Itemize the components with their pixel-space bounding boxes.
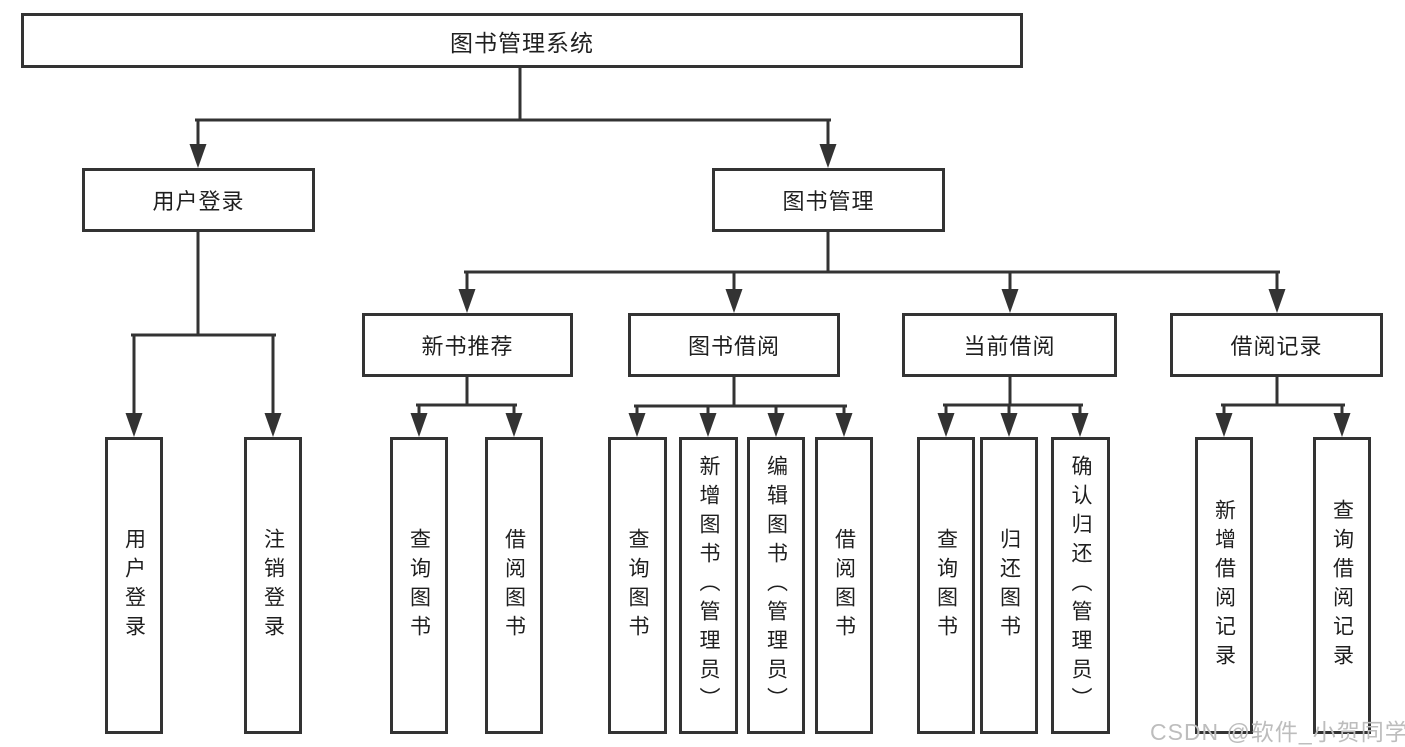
node-current-borrow: 当前借阅 <box>902 313 1117 377</box>
node-new-book-recommend: 新书推荐 <box>362 313 573 377</box>
leaf-label: 新增图书（管理员） <box>697 455 720 716</box>
leaf-query-books-recommend: 查询图书 <box>390 437 448 734</box>
leaf-label: 查询图书 <box>407 527 431 644</box>
leaf-add-books-admin: 新增图书（管理员） <box>679 437 738 734</box>
leaf-label: 查询借阅记录 <box>1330 498 1354 673</box>
leaf-confirm-return-admin: 确认归还（管理员） <box>1051 437 1110 734</box>
node-user-login-branch: 用户登录 <box>82 168 315 232</box>
node-book-management-system: 图书管理系统 <box>21 13 1023 68</box>
csdn-watermark: CSDN @软件_小贺同学 <box>1150 719 1405 745</box>
leaf-borrow-books: 借阅图书 <box>815 437 873 734</box>
leaf-label: 新增借阅记录 <box>1212 498 1236 673</box>
leaf-label: 注销登录 <box>261 527 285 644</box>
leaf-label: 归还图书 <box>997 527 1021 644</box>
leaf-user-login: 用户登录 <box>105 437 163 734</box>
leaf-query-books-borrow: 查询图书 <box>608 437 667 734</box>
leaf-label: 确认归还（管理员） <box>1069 455 1092 716</box>
leaf-label: 编辑图书（管理员） <box>764 455 788 716</box>
leaf-label: 查询图书 <box>934 527 958 644</box>
node-borrow-records: 借阅记录 <box>1170 313 1383 377</box>
leaf-label: 查询图书 <box>626 527 649 644</box>
leaf-logout: 注销登录 <box>244 437 302 734</box>
leaf-return-books: 归还图书 <box>980 437 1038 734</box>
leaf-label: 用户登录 <box>122 527 146 644</box>
leaf-label: 借阅图书 <box>832 527 856 644</box>
leaf-query-borrow-record: 查询借阅记录 <box>1313 437 1371 734</box>
node-book-management-branch: 图书管理 <box>712 168 945 232</box>
leaf-label: 借阅图书 <box>502 527 526 644</box>
node-book-borrow: 图书借阅 <box>628 313 840 377</box>
leaf-borrow-books-recommend: 借阅图书 <box>485 437 543 734</box>
leaf-edit-books-admin: 编辑图书（管理员） <box>747 437 805 734</box>
leaf-add-borrow-record: 新增借阅记录 <box>1195 437 1253 734</box>
leaf-query-books-current: 查询图书 <box>917 437 975 734</box>
